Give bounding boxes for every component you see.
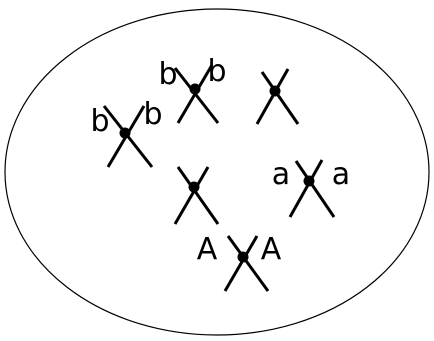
chromosome-a-right: a a	[272, 157, 350, 218]
allele-label-left: b	[90, 104, 109, 139]
centromere-dot	[269, 85, 281, 97]
allele-label-left: A	[197, 232, 218, 267]
allele-label-right: b	[207, 54, 226, 89]
chromosome-A-bottom: A A	[197, 232, 282, 292]
centromere-dot	[237, 251, 249, 263]
cell-outline	[4, 8, 430, 336]
chromatid-line-2	[226, 235, 270, 292]
centromere-dot	[303, 175, 315, 187]
centromere-dot	[119, 127, 131, 139]
allele-label-right: A	[261, 232, 282, 267]
chromosome-plain-center	[173, 166, 220, 225]
chromatid-line-1	[223, 235, 259, 292]
allele-label-left: a	[272, 157, 290, 192]
chromosome-b-top: b b	[158, 54, 227, 124]
chromatid-line-1	[255, 68, 290, 125]
allele-label-right: a	[332, 157, 350, 192]
chromosome-b-left: b b	[90, 97, 163, 168]
allele-label-left: b	[158, 57, 177, 92]
chromatid-line-2	[173, 67, 220, 124]
centromere-dot	[189, 83, 201, 95]
chromatid-line-2	[176, 166, 220, 225]
chromosome-plain-top-right	[255, 68, 300, 125]
chromatid-line-2	[294, 160, 336, 218]
centromere-dot	[188, 181, 200, 193]
chromatid-line-2	[260, 71, 300, 125]
chromatid-line-1	[288, 159, 324, 218]
allele-label-right: b	[143, 97, 162, 132]
chromatid-line-1	[173, 166, 210, 225]
